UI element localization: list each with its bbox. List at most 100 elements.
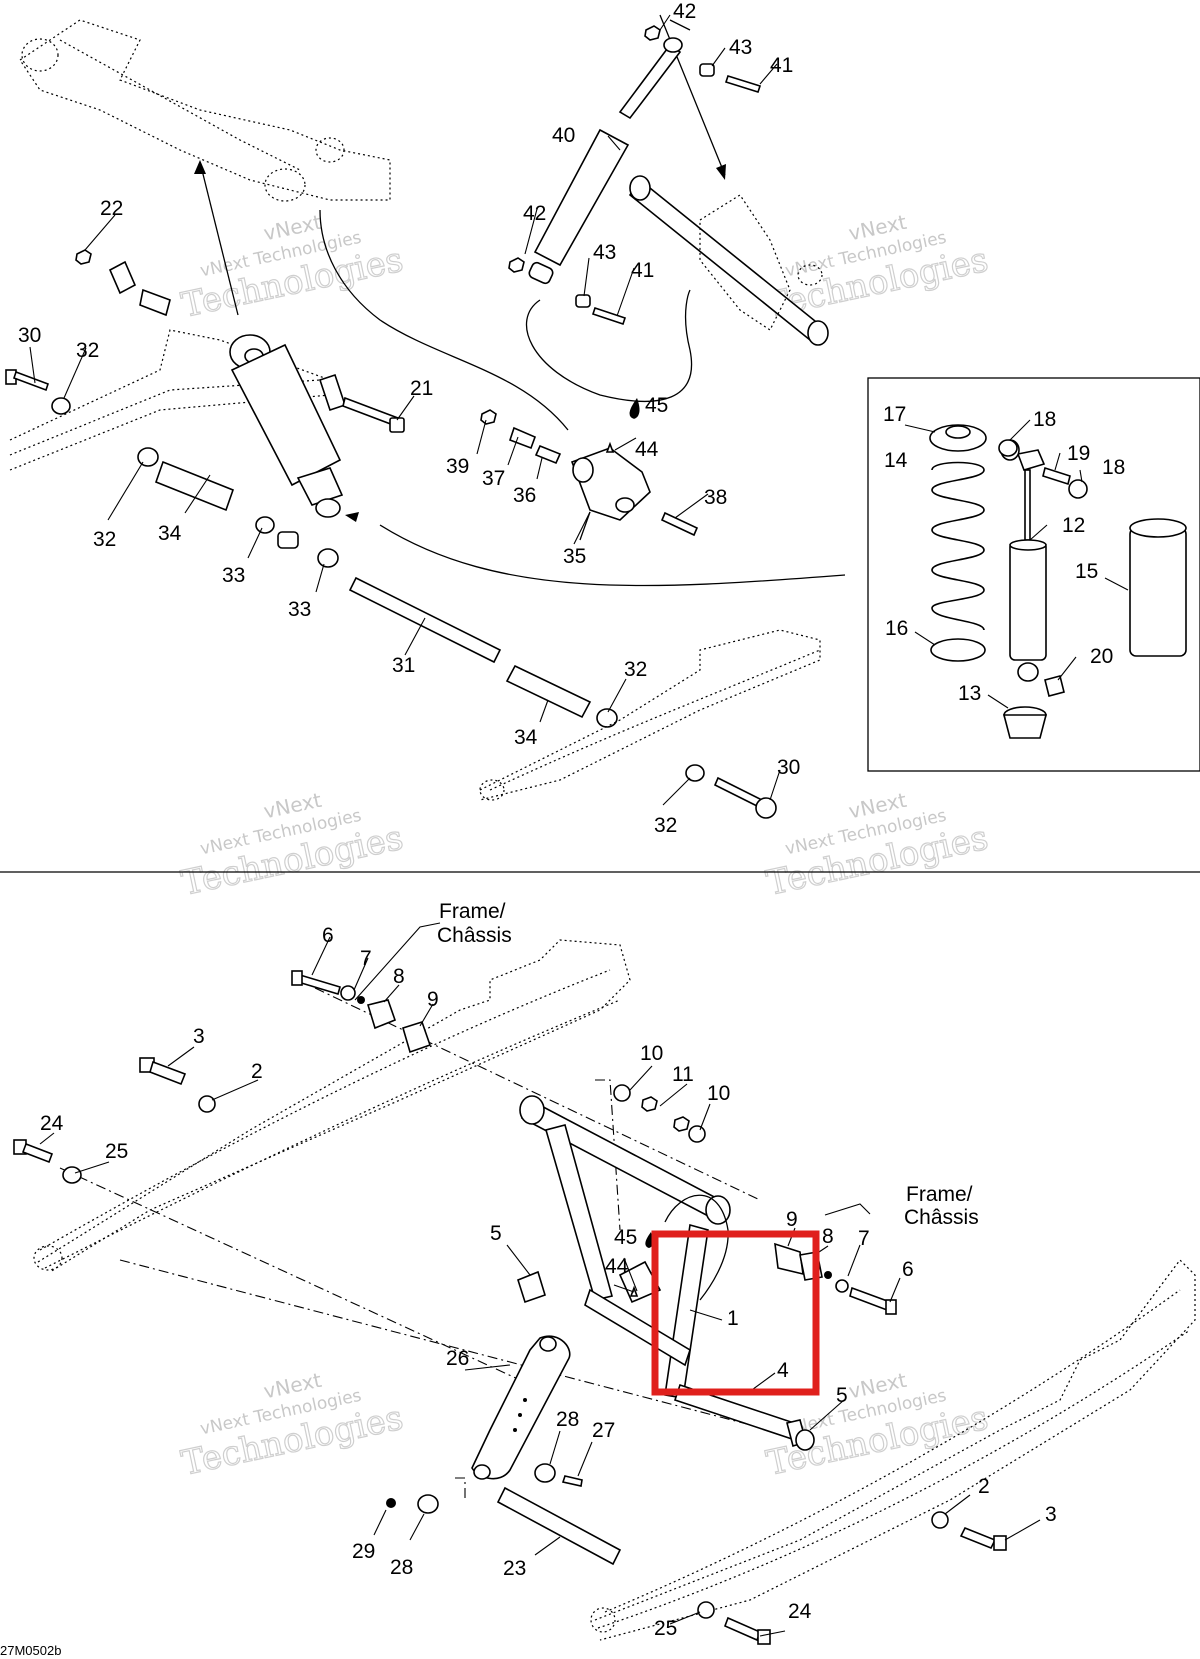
frame-label-top-line1: Frame/	[439, 900, 506, 923]
bottom-assembly	[13, 939, 1196, 1645]
callout-label: 9	[786, 1208, 798, 1231]
washer-32b	[685, 764, 705, 782]
callout-label: 24	[40, 1112, 64, 1135]
callout-label: 44	[605, 1255, 629, 1278]
callout-label: 25	[654, 1617, 677, 1640]
shock-detail-inset	[867, 377, 1200, 772]
rail-bottom-right	[590, 1259, 1196, 1641]
oil-drop-icon	[629, 398, 640, 418]
callout-label: 8	[393, 965, 405, 988]
shaft-31	[348, 576, 502, 664]
rear-arm-ghost	[19, 19, 391, 202]
ring-16	[930, 638, 986, 662]
callout-label: 43	[729, 36, 752, 59]
callout-label: 19	[1067, 442, 1090, 465]
callout-label: 1	[727, 1307, 739, 1330]
arrow-line	[319, 209, 569, 431]
callout-label: 21	[410, 377, 433, 400]
callout-label: 40	[552, 124, 575, 147]
callout-label: 5	[490, 1222, 502, 1245]
callout-label: 13	[958, 682, 981, 705]
link-26	[471, 1335, 571, 1480]
top-assembly	[5, 14, 846, 819]
pin-19	[1042, 466, 1071, 486]
callout-label: 32	[93, 528, 116, 551]
callout-label: 7	[858, 1227, 870, 1250]
leader-lines	[29, 14, 1129, 1637]
callout-label: 30	[18, 324, 41, 347]
callout-label: 30	[777, 756, 800, 779]
callout-label: 32	[76, 339, 99, 362]
washer-25	[697, 1601, 715, 1619]
hardware-top	[508, 25, 762, 326]
callouts-inset: 17 18 14 19 18 12 15 16 20 13	[883, 403, 1125, 705]
rail-top-right	[479, 629, 821, 801]
arrow-head	[194, 160, 206, 174]
callout-label: 16	[885, 617, 908, 640]
spacer-34	[505, 664, 592, 719]
figure-id: 27M0502b	[0, 1643, 61, 1658]
arrow-line	[379, 524, 846, 587]
callout-label: 26	[446, 1347, 469, 1370]
callout-label: 44	[635, 438, 659, 461]
shock-40	[528, 37, 683, 285]
callout-label: 41	[770, 54, 793, 77]
callout-label: 7	[360, 947, 372, 970]
washer-28a	[534, 1463, 556, 1483]
callout-label: 45	[645, 394, 668, 417]
callout-label: 25	[105, 1140, 128, 1163]
washer-2	[931, 1511, 949, 1529]
nut-29	[386, 1498, 396, 1508]
callout-label: 31	[392, 654, 415, 677]
callout-label: 4	[777, 1359, 789, 1382]
callout-label: 6	[902, 1258, 914, 1281]
callout-label: 32	[624, 658, 647, 681]
arm-tube-right	[628, 175, 829, 346]
spring-stopper-17	[929, 424, 987, 452]
callout-label: 22	[100, 197, 123, 220]
callout-label: 42	[523, 202, 546, 225]
cap-13	[1002, 706, 1048, 739]
callout-label: 34	[514, 726, 538, 749]
callout-label: 34	[158, 522, 182, 545]
callout-label: 20	[1090, 645, 1113, 668]
callout-label: 15	[1075, 560, 1098, 583]
callout-label: 37	[482, 467, 505, 490]
washer-32	[596, 708, 618, 728]
bushing-18b	[1068, 479, 1088, 499]
callout-label: 39	[446, 455, 469, 478]
callout-label: 24	[788, 1600, 812, 1623]
callout-label: 17	[883, 403, 906, 426]
arrow-line	[199, 161, 239, 316]
callout-label: 28	[390, 1556, 413, 1579]
callout-label: 33	[222, 564, 245, 587]
callout-label: 38	[704, 486, 727, 509]
rear-shock	[229, 334, 344, 518]
bushing-20	[1044, 675, 1065, 697]
hardware-bottom	[13, 970, 897, 1451]
bolt-30-left	[5, 369, 339, 568]
callout-label: 33	[288, 598, 311, 621]
shaft-23	[496, 1486, 622, 1566]
spring-14	[931, 461, 985, 631]
callout-label: 6	[322, 924, 334, 947]
cover-15	[1129, 518, 1187, 657]
callout-label: 3	[1045, 1503, 1057, 1526]
frame-label-right-line2: Châssis	[904, 1206, 979, 1229]
callout-label: 2	[251, 1060, 263, 1083]
callouts-top: 42 43 41 40 42 43 41 22 30 32 21 39 37 3…	[18, 0, 800, 837]
callout-label: 35	[563, 545, 586, 568]
callout-label: 3	[193, 1025, 205, 1048]
callout-label: 42	[673, 0, 696, 23]
callout-label: 43	[593, 241, 616, 264]
callout-label: 11	[672, 1063, 694, 1086]
callout-label: 2	[978, 1475, 990, 1498]
callout-label: 36	[513, 484, 536, 507]
callout-label: 23	[503, 1557, 526, 1580]
callout-label: 41	[631, 259, 654, 282]
mount-35	[480, 400, 699, 537]
callout-label: 12	[1062, 514, 1085, 537]
callout-label: 5	[836, 1384, 848, 1407]
frame-label-top-line2: Châssis	[437, 924, 512, 947]
